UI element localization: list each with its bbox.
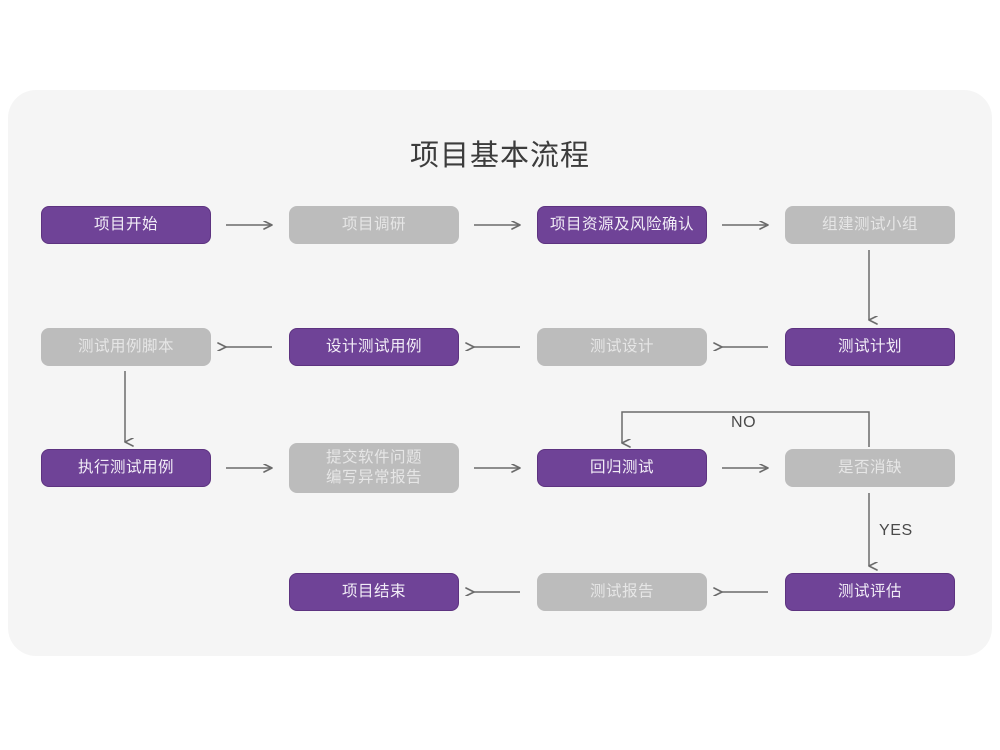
node-test-plan[interactable]: 测试计划: [785, 328, 955, 366]
node-regression-test[interactable]: 回归测试: [537, 449, 707, 487]
node-project-start[interactable]: 项目开始: [41, 206, 211, 244]
node-defect-cleared[interactable]: 是否消缺: [785, 449, 955, 487]
node-test-design[interactable]: 测试设计: [537, 328, 707, 366]
node-test-case-script[interactable]: 测试用例脚本: [41, 328, 211, 366]
page-title: 项目基本流程: [409, 140, 590, 172]
edge-label-yes: YES: [879, 522, 913, 539]
node-submit-issue-report[interactable]: 提交软件问题 编写异常报告: [289, 443, 459, 493]
node-project-research[interactable]: 项目调研: [289, 206, 459, 244]
node-design-test-case[interactable]: 设计测试用例: [289, 328, 459, 366]
node-project-end[interactable]: 项目结束: [289, 573, 459, 611]
flowchart-panel: [8, 90, 992, 656]
node-build-test-team[interactable]: 组建测试小组: [785, 206, 955, 244]
node-execute-test-case[interactable]: 执行测试用例: [41, 449, 211, 487]
node-resource-risk-confirm[interactable]: 项目资源及风险确认: [537, 206, 707, 244]
edge-label-no: NO: [731, 414, 757, 431]
node-test-report[interactable]: 测试报告: [537, 573, 707, 611]
node-test-evaluation[interactable]: 测试评估: [785, 573, 955, 611]
